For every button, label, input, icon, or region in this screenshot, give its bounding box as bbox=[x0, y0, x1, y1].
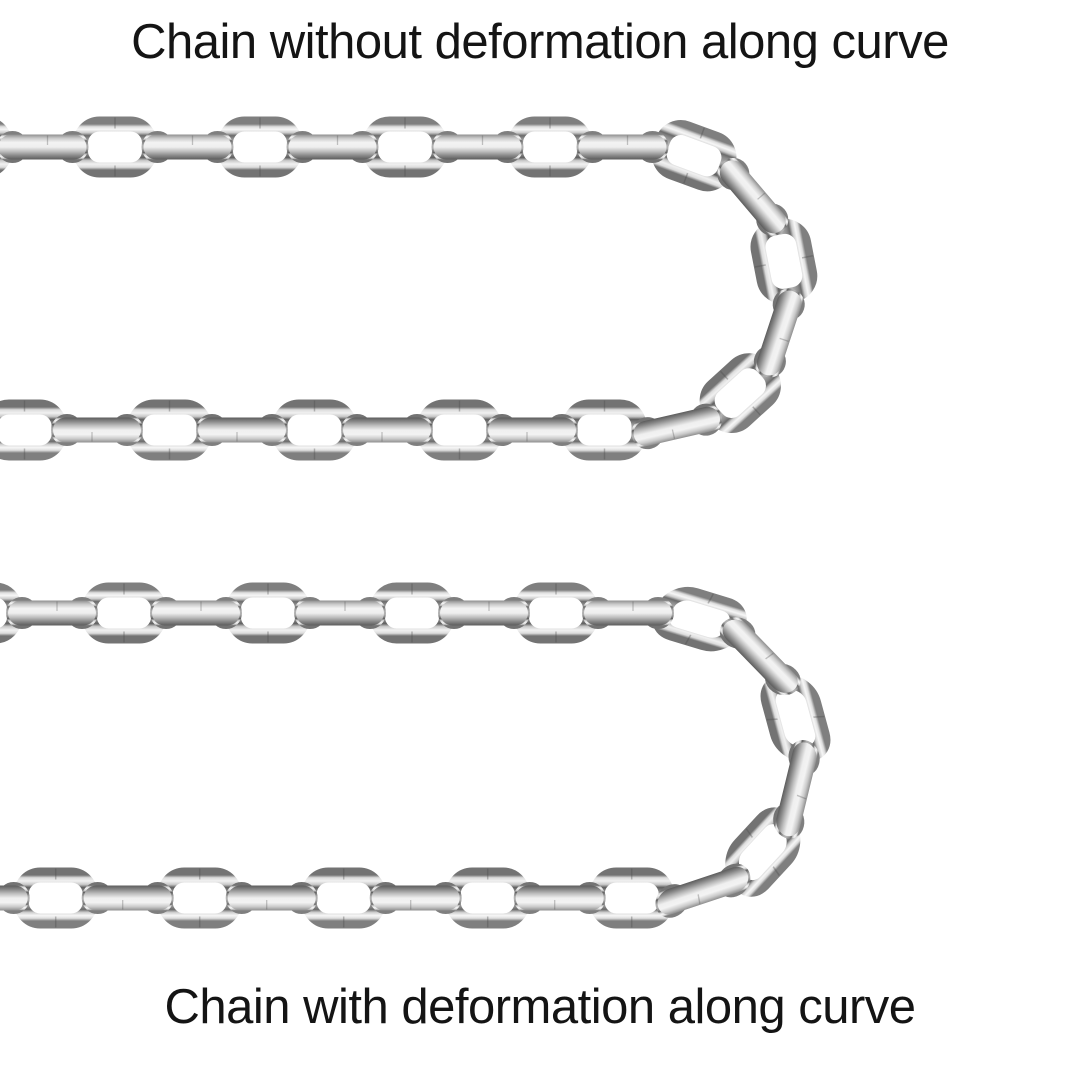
flat-link bbox=[301, 867, 386, 929]
flat-link bbox=[157, 867, 242, 929]
edge-link bbox=[631, 403, 723, 450]
edge-link bbox=[576, 131, 669, 163]
edge-link bbox=[294, 597, 386, 629]
flat-link bbox=[370, 582, 454, 644]
chain-with-deformation-edge-links bbox=[0, 597, 820, 918]
title-chain-with-deformation: Chain with deformation along curve bbox=[164, 980, 916, 1034]
flat-link bbox=[562, 399, 647, 461]
flat-link bbox=[226, 582, 310, 644]
edge-link bbox=[513, 882, 606, 914]
edge-link bbox=[655, 863, 751, 918]
flat-link bbox=[589, 867, 674, 929]
chain-without-deformation bbox=[0, 116, 818, 461]
edge-link bbox=[0, 882, 30, 914]
chain-with-deformation bbox=[0, 582, 831, 929]
edge-link bbox=[196, 414, 288, 446]
edge-link bbox=[286, 131, 379, 163]
flat-link bbox=[417, 399, 502, 461]
edge-link bbox=[773, 740, 820, 839]
flat-link bbox=[508, 116, 592, 178]
edge-link bbox=[0, 131, 89, 163]
flat-link bbox=[363, 116, 447, 178]
title-chain-without-deformation: Chain without deformation along curve bbox=[131, 15, 949, 69]
flat-link bbox=[272, 399, 357, 461]
edge-link bbox=[719, 617, 801, 696]
flat-link bbox=[82, 582, 166, 644]
edge-link bbox=[753, 288, 805, 378]
edge-link bbox=[51, 414, 143, 446]
flat-link bbox=[445, 867, 530, 929]
edge-link bbox=[369, 882, 462, 914]
flat-link bbox=[73, 116, 157, 178]
flat-link bbox=[750, 218, 818, 304]
edge-link bbox=[141, 131, 234, 163]
chain-without-deformation-edge-links bbox=[0, 131, 805, 450]
flat-link bbox=[218, 116, 302, 178]
edge-link bbox=[486, 414, 578, 446]
edge-link bbox=[150, 597, 242, 629]
edge-link bbox=[81, 882, 174, 914]
flat-link bbox=[514, 582, 598, 644]
flat-link bbox=[0, 399, 67, 461]
edge-link bbox=[225, 882, 318, 914]
flat-link bbox=[127, 399, 212, 461]
edge-link bbox=[341, 414, 433, 446]
edge-link bbox=[438, 597, 530, 629]
edge-link bbox=[717, 157, 789, 236]
flat-link bbox=[13, 867, 98, 929]
edge-link bbox=[6, 597, 98, 629]
edge-link bbox=[431, 131, 524, 163]
edge-link bbox=[582, 597, 674, 629]
chain-root bbox=[0, 116, 831, 929]
